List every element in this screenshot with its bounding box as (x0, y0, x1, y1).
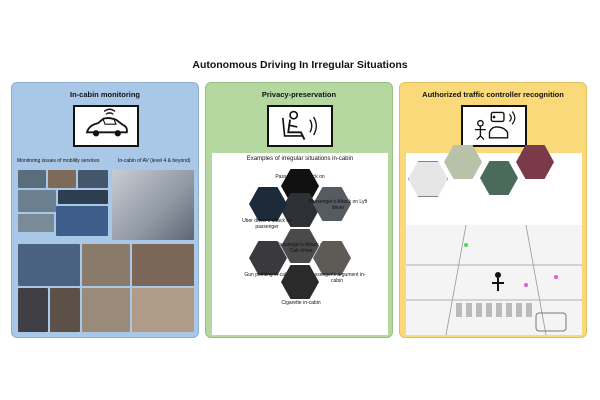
hex-controller-4 (516, 145, 554, 179)
hex-image-uber (281, 193, 319, 227)
irregular-situations-title: Examples of irregular situations in-cabi… (246, 156, 354, 162)
in-cabin-monitoring-panel: In-cabin monitoring Monitoring issues of… (11, 82, 199, 338)
hex-image-uber-driver (249, 187, 287, 221)
photo-mobility-1 (18, 170, 46, 188)
hex-label-passenger-attack-cab: Passenger's Attack on Cab driver (276, 242, 326, 254)
hex-label-gun-pointing: Gun pointing in-cabin (244, 272, 292, 278)
traffic-controller-panel: Authorized traffic controller recognitio… (399, 82, 587, 338)
photo-cabin-5 (50, 288, 80, 332)
hex-image-cigarette (281, 265, 319, 299)
panel-title-in-cabin: In-cabin monitoring (70, 90, 140, 99)
hex-label-passenger-attack-lyft: Passenger's Attack on Lyft driver (308, 199, 368, 211)
photo-mobility-3 (78, 170, 108, 188)
photo-mobility-7 (56, 206, 108, 236)
traffic-scene-box (406, 145, 582, 335)
label-mobility-services: Monitoring issues of mobility services (17, 158, 100, 164)
photo-cabin-3 (132, 244, 194, 286)
photo-mobility-6 (18, 214, 54, 232)
photo-av-interior (112, 170, 194, 240)
panel-title-traffic: Authorized traffic controller recognitio… (422, 90, 564, 99)
photo-mobility-2 (48, 170, 76, 188)
hex-label-passenger-argument: Passenger's argument in-cabin (308, 272, 366, 284)
page-title: Autonomous Driving In Irregular Situatio… (192, 59, 408, 71)
seated-person-icon (267, 105, 333, 147)
hex-controller-1 (408, 161, 448, 197)
label-av-cabin: In-cabin of AV (level 4 & beyond) (118, 158, 191, 164)
hex-image-lyft (313, 187, 351, 221)
hex-label-cigarette: Cigarette in-cabin (281, 300, 321, 306)
traffic-controller-icon (461, 105, 527, 147)
hex-label-uber-driver-attack: Uber driver's attack on passenger (242, 218, 292, 230)
panel-title-privacy: Privacy-preservation (261, 90, 337, 99)
hex-label-passenger-attack-uber: Passenger's Attack on Uber driver (275, 174, 325, 186)
photo-cabin-2 (82, 244, 130, 286)
car-monitoring-icon (73, 105, 139, 147)
photo-cabin-4 (18, 288, 48, 332)
street-intersection-sketch (406, 225, 582, 335)
hex-controller-2 (444, 145, 482, 179)
photo-cabin-6 (82, 288, 130, 332)
photo-cabin-7 (132, 288, 194, 332)
photo-mobility-4 (18, 190, 56, 212)
irregular-situations-box: Examples of irregular situations in-cabi… (212, 153, 388, 335)
hex-image-cab (281, 229, 319, 263)
hex-image-argument (313, 241, 351, 275)
photo-cabin-1 (18, 244, 80, 286)
privacy-preservation-panel: Privacy-preservation Examples of irregul… (205, 82, 393, 338)
photo-mobility-5 (58, 190, 108, 204)
hex-controller-3 (480, 161, 518, 195)
